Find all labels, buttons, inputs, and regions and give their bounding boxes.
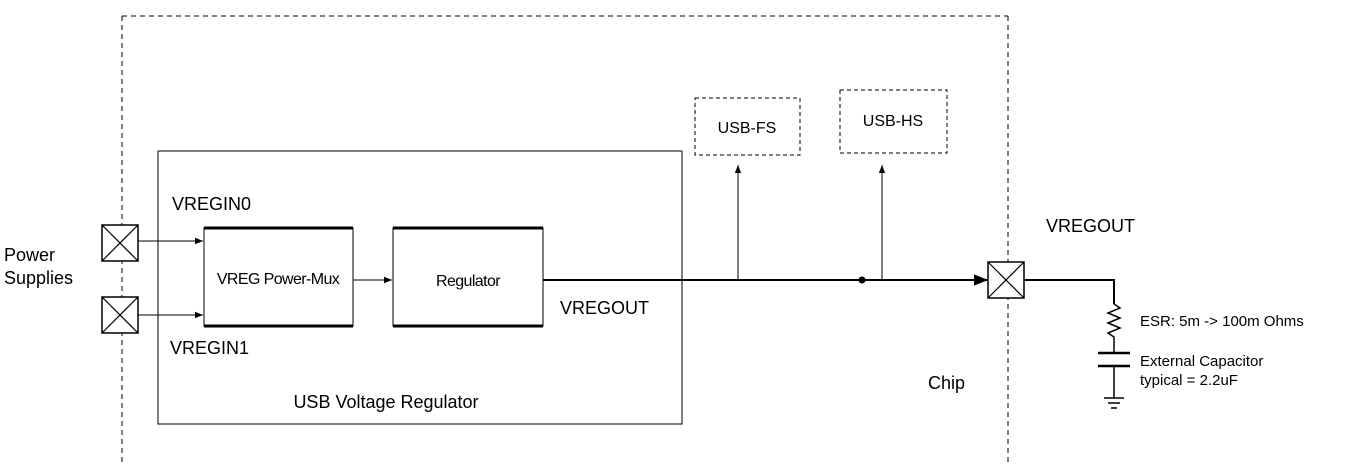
junction-dot	[858, 276, 866, 284]
usb-fs-box	[694, 97, 801, 156]
usb-voltage-regulator-box	[157, 150, 683, 425]
power-pad-1	[101, 296, 139, 334]
power-mux-box	[203, 226, 354, 328]
vregin1-label: VREGIN1	[170, 338, 249, 358]
external-wire	[1024, 279, 1115, 304]
power-supplies-label-line2: Supplies	[4, 268, 73, 288]
usb-hs-label: USB-HS	[863, 113, 923, 130]
esr-resistor-icon	[1106, 303, 1122, 352]
capacitor-icon	[1098, 351, 1130, 398]
vregout-pad	[987, 261, 1025, 299]
ground-icon	[1104, 397, 1124, 409]
regulator-label: Regulator	[436, 273, 501, 290]
usb-hs-box	[839, 89, 948, 154]
external-capacitor-label-line2: typical = 2.2uF	[1140, 372, 1238, 389]
vregout-inner-label: VREGOUT	[560, 298, 649, 318]
usb-fs-label: USB-FS	[718, 120, 777, 137]
chip-label: Chip	[928, 373, 965, 393]
vregin0-label: VREGIN0	[172, 194, 251, 214]
vregout-outer-label: VREGOUT	[1046, 216, 1135, 236]
regulator-box	[392, 226, 544, 328]
power-pad-0	[101, 224, 139, 262]
power-mux-label: VREG Power-Mux	[217, 271, 340, 288]
power-supplies-label-line1: Power	[4, 245, 55, 265]
usb-voltage-regulator-label: USB Voltage Regulator	[293, 392, 478, 412]
esr-label: ESR: 5m -> 100m Ohms	[1140, 313, 1304, 330]
chip-boundary	[121, 15, 1009, 464]
external-capacitor-label-line1: External Capacitor	[1140, 353, 1263, 370]
